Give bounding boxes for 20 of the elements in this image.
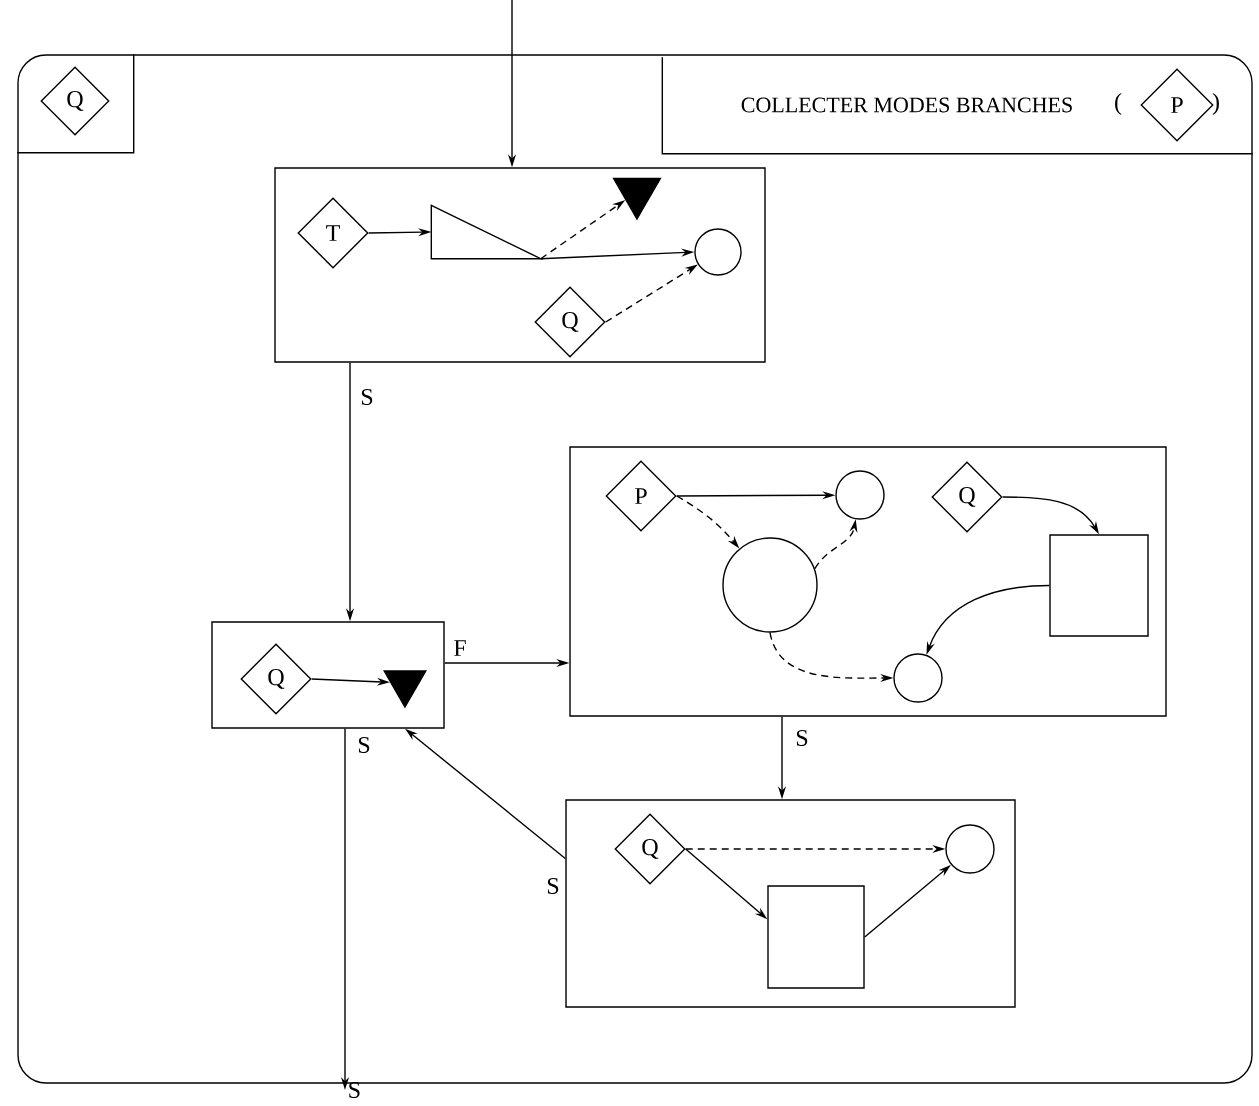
- square-box: [274, 167, 766, 363]
- edge-label: S: [356, 735, 372, 755]
- outer-frame: [17, 54, 1253, 1084]
- circle-symbol: [835, 470, 885, 520]
- circle-symbol: [722, 537, 818, 633]
- square-box: [565, 799, 1016, 1008]
- edge-label: S: [794, 728, 810, 748]
- circle-symbol: [945, 824, 995, 874]
- parenthesis: ): [1212, 93, 1219, 115]
- edge-label: F: [452, 639, 468, 657]
- square-box: [569, 446, 1167, 717]
- circle-symbol: [694, 228, 742, 276]
- circle-symbol: [893, 653, 943, 703]
- edge-label: S: [359, 387, 375, 407]
- square-box: [211, 621, 445, 729]
- end-label: S: [349, 1081, 360, 1099]
- corner-tab: [16, 53, 135, 154]
- square-box: [767, 885, 865, 989]
- square-box: [1049, 534, 1149, 637]
- edge-label: S: [545, 876, 561, 896]
